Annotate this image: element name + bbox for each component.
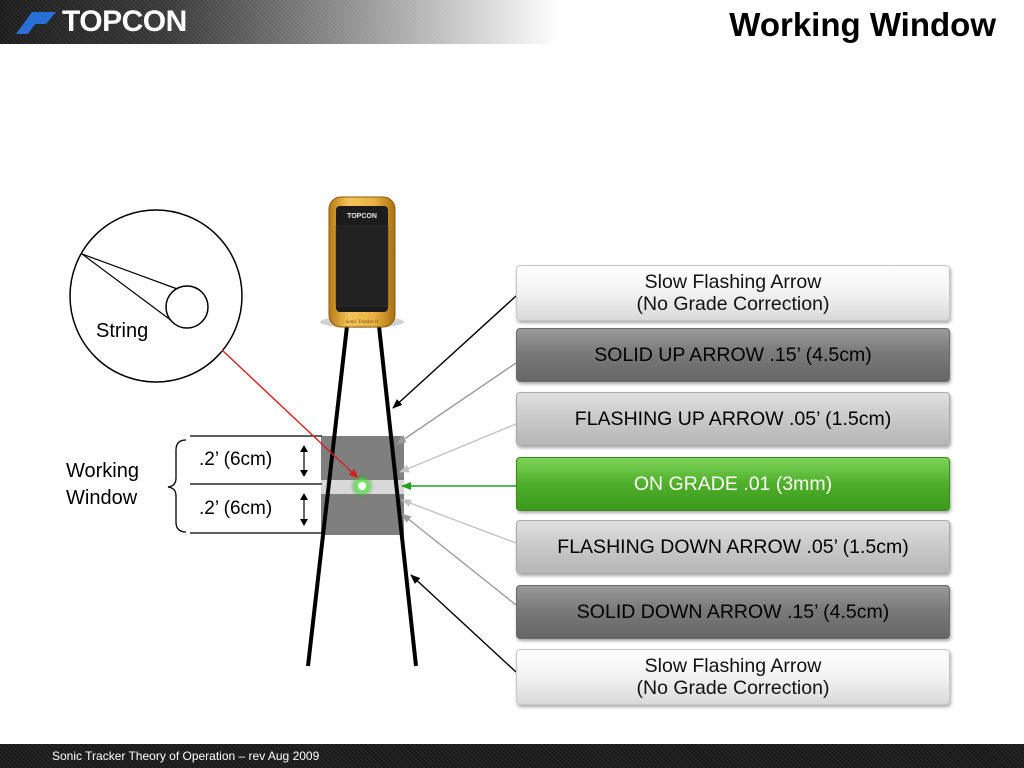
footer-bar: Sonic Tracker Theory of Operation – rev … [0, 744, 1024, 768]
string-label: String [96, 320, 149, 342]
on-grade-indicator-dot [358, 482, 366, 490]
string-cross-section [165, 285, 209, 329]
topcon-logo-icon [16, 12, 56, 34]
indicator-solid-down-arrow: SOLID DOWN ARROW .15’ (4.5cm) [516, 585, 950, 639]
arrow-slow-flash-top [392, 295, 517, 409]
arrow-flashing-down [401, 499, 517, 544]
footer-text: Sonic Tracker Theory of Operation – rev … [52, 749, 320, 763]
indicator-on-grade: ON GRADE .01 (3mm) [516, 457, 950, 511]
sensor-model: Sonic Tracker II [346, 320, 379, 325]
sonic-tracker-sensor: TOPCON Sonic Tracker II [320, 196, 404, 328]
sensor-beam-right [377, 325, 418, 667]
indicator-solid-up-arrow: SOLID UP ARROW .15’ (4.5cm) [516, 328, 950, 382]
indicator-slow-flash-top: Slow Flashing Arrow (No Grade Correction… [516, 265, 950, 321]
indicator-slow-flash-bottom: Slow Flashing Arrow (No Grade Correction… [516, 649, 950, 705]
indicator-line2: (No Grade Correction) [636, 293, 830, 315]
indicator-line1: Slow Flashing Arrow [644, 271, 822, 293]
working-window-label: Working Window [66, 458, 139, 512]
sensor-brand: TOPCON [347, 213, 377, 220]
topcon-logo: TOPCON [14, 5, 187, 38]
page-title: Working Window [729, 6, 996, 43]
indicator-flashing-down-arrow: FLASHING DOWN ARROW .05’ (1.5cm) [516, 520, 950, 574]
arrow-slow-flash-bottom [410, 574, 517, 673]
working-window-label-line1: Working [66, 460, 139, 482]
indicator-line1: SOLID UP ARROW .15’ (4.5cm) [594, 344, 872, 366]
indicator-line1: FLASHING DOWN ARROW .05’ (1.5cm) [557, 536, 909, 558]
working-window-label-line2: Window [66, 487, 138, 509]
string-pointer-arrow [221, 349, 359, 479]
upper-distance-label: .2’ (6cm) [199, 449, 273, 470]
brand-name: TOPCON [62, 5, 187, 38]
indicator-line1: FLASHING UP ARROW .05’ (1.5cm) [574, 408, 892, 430]
working-window-brace [167, 439, 187, 533]
header-bar [0, 0, 560, 44]
indicator-line1: SOLID DOWN ARROW .15’ (4.5cm) [576, 601, 890, 623]
indicator-line1: Slow Flashing Arrow [644, 655, 822, 677]
indicator-line2: (No Grade Correction) [636, 677, 830, 699]
dimension-markers [167, 435, 322, 534]
sensor-beam-left [306, 325, 349, 667]
arrow-flashing-up [399, 423, 517, 473]
string-magnifier [69, 209, 243, 383]
arrow-solid-down [401, 513, 517, 606]
indicator-line1: ON GRADE .01 (3mm) [633, 473, 833, 495]
arrow-solid-up [396, 362, 517, 445]
lower-distance-label: .2’ (6cm) [199, 498, 273, 519]
indicator-flashing-up-arrow: FLASHING UP ARROW .05’ (1.5cm) [516, 392, 950, 446]
